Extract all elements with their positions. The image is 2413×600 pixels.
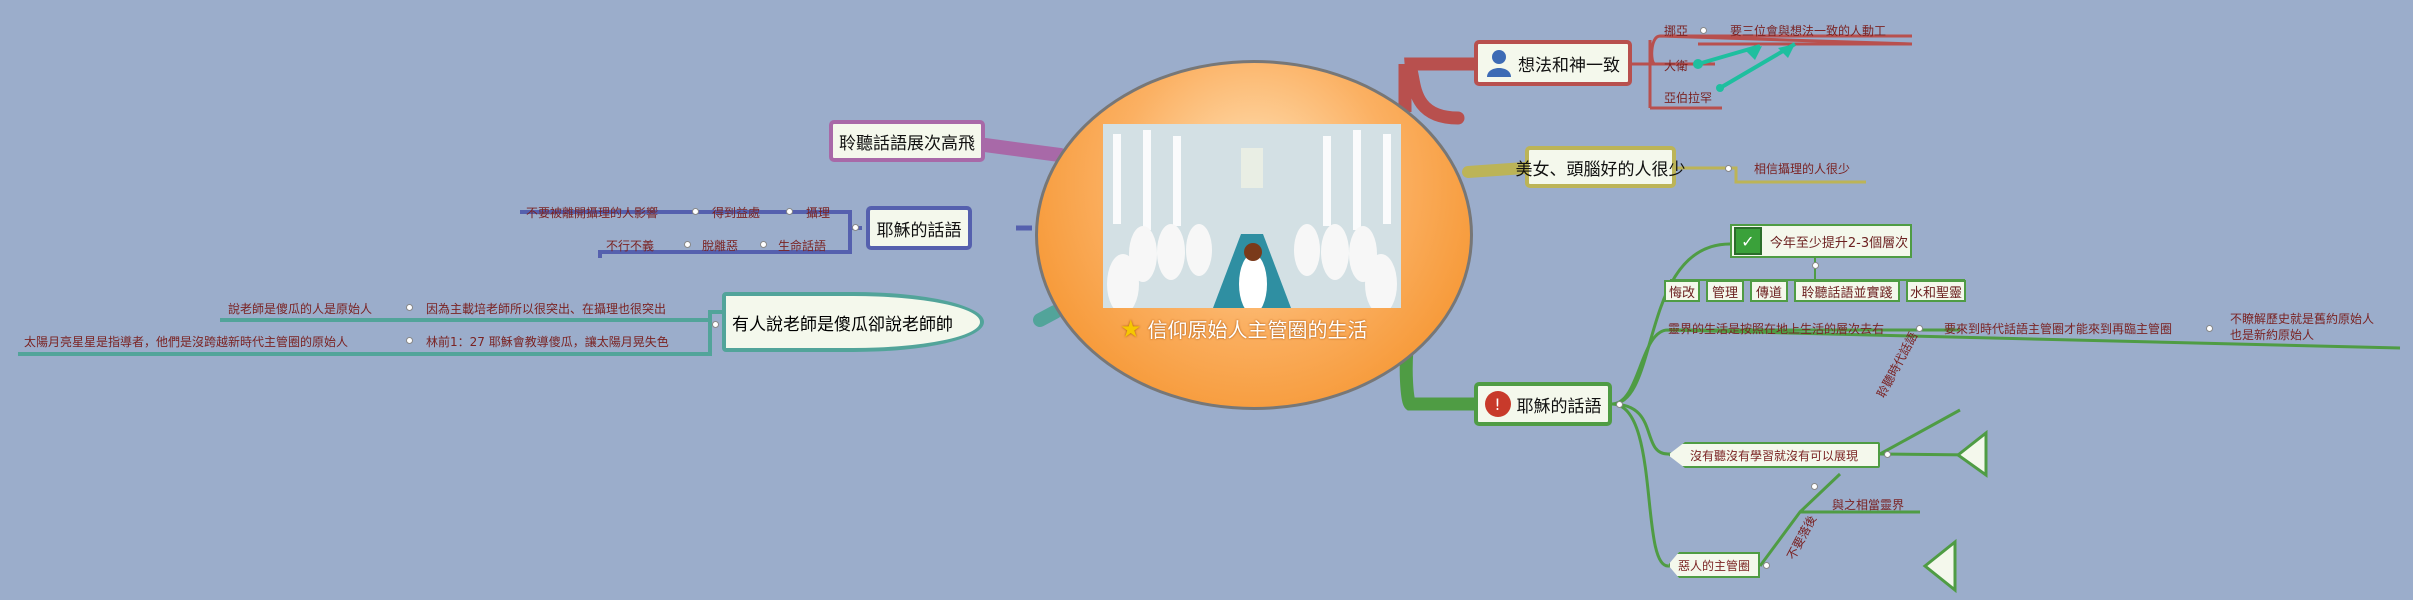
connector-dot [852,224,859,231]
history-text-2: 也是新約原始人 [2230,328,2315,342]
topic-jesus-words-right[interactable]: ! 耶穌的話語 [1474,382,1612,426]
left-fool-primitive: 說老師是傻瓜的人是原始人 [228,302,373,316]
connector-dot [692,208,699,215]
left-sun-moon-stars: 太陽月亮星星是指導者，他們是沒跨越新時代主管圈的原始人 [24,335,349,349]
topic-teacher-fool[interactable]: 有人說老師是傻瓜卻說老師帥 [722,292,984,352]
spirit-world-text: 靈界的生活是按照在地上生活的層次去右 [1668,322,1885,336]
box-listen[interactable]: 聆聽話語並實踐 [1794,280,1900,302]
connector-dot [1884,451,1891,458]
box-manage[interactable]: 管理 [1706,280,1744,302]
left-no-injustice: 不行不義 [606,239,655,253]
connector-dot [1916,325,1923,332]
topic-jesus-words-left[interactable]: 耶穌的話語 [866,206,972,250]
tri-node-evil[interactable]: 惡人的主管圈 [1668,552,1760,578]
connector-dot [760,241,767,248]
note-noah: 要三位會與想法一致的人動工 [1730,24,1887,38]
left-providence: 攝理 [806,206,831,220]
central-title: ★ 信仰原始人主管圈的生活 [1120,314,1368,343]
goal-box[interactable]: ✓ 今年至少提升2-3個層次 [1730,224,1912,258]
connector-dot [1763,562,1770,569]
connector-dot [684,241,691,248]
left-escape-evil: 脫離惡 [702,239,739,253]
left-life-words: 生命話語 [778,239,827,253]
box-repent[interactable]: 悔改 [1664,280,1700,302]
central-image [1103,124,1401,308]
left-not-influenced: 不要被離開攝理的人影響 [526,206,659,220]
equal-spirit-world: 與之相當靈界 [1832,498,1905,512]
item-noah: 挪亞 [1664,24,1689,38]
left-corinthians: 林前1：27 耶穌會教導傻瓜，讓太陽月晃失色 [426,335,669,349]
connector-dot [1812,262,1819,269]
checkmark-icon: ✓ [1733,227,1762,255]
topic-beauty-smart[interactable]: 美女、頭腦好的人很少 [1516,146,1686,188]
info-icon: ! [1484,391,1511,417]
connector-dot [1700,27,1707,34]
connector-dot [406,337,413,344]
item-david: 大衛 [1664,59,1689,73]
left-teacher-stand-out: 因為主載培老師所以很突出、在攝理也很突出 [426,302,667,316]
era-words-text: 要來到時代話語主管圈才能來到再臨主管圈 [1944,322,2173,336]
connector-dot [406,304,413,311]
connector-dot [1616,401,1623,408]
connector-dot [1811,483,1818,490]
history-text-1: 不瞭解歷史就是舊約原始人 [2230,312,2375,326]
connector-dot [786,208,793,215]
left-benefit: 得到益處 [712,206,761,220]
box-preach[interactable]: 傳道 [1750,280,1788,302]
connector-dot [2206,325,2213,332]
topic-thoughts-aligned[interactable]: 想法和神一致 [1474,40,1632,86]
star-icon: ★ [1120,314,1142,343]
connector-dot [1725,165,1732,172]
tri-node-no-listen[interactable]: 沒有聽沒有學習就沒有可以展現 [1668,442,1880,468]
topic-listen-fly[interactable]: 聆聽話語展次高飛 [829,120,985,162]
connector-dot [712,321,719,328]
note-believers: 相信攝理的人很少 [1754,162,1851,176]
item-abraham: 亞伯拉罕 [1664,91,1713,105]
box-water-spirit[interactable]: 水和聖靈 [1906,280,1966,302]
user-icon [1486,49,1512,77]
